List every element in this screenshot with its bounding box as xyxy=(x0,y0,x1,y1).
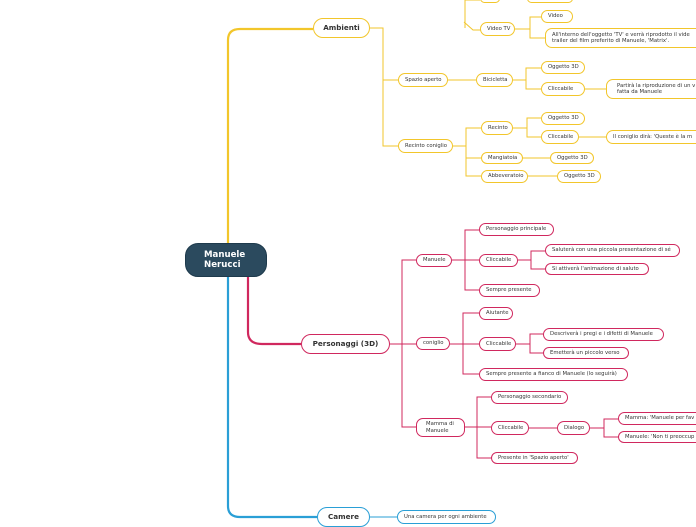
node-aiutante-label: Aiutante xyxy=(486,310,509,317)
node-dialogo-mamma-label: Mamma: 'Manuele per fav xyxy=(625,415,695,422)
node-manuele-saluto-label: Saluterà con una piccola presentazione d… xyxy=(552,247,671,254)
node-spazio-aperto-label: Spazio aperto xyxy=(405,76,442,83)
node-abbeveratoio-oggetto-3d-label: Oggetto 3D xyxy=(564,173,595,180)
node-bicicletta-oggetto-3d[interactable]: Oggetto 3D xyxy=(541,61,585,74)
node-manuele-sempre-presente[interactable]: Sempre presente xyxy=(479,284,540,297)
node-coniglio-sempre-fianco[interactable]: Sempre presente a fianco di Manuele (lo … xyxy=(479,368,628,381)
bicicletta-description-line1: Partirà la riproduzione di un v xyxy=(617,82,696,89)
node-bicicletta[interactable]: Bicicletta xyxy=(476,73,513,87)
root-label-line2: Nerucci xyxy=(204,260,241,270)
node-mangiatoia-label: Mangiatoia xyxy=(488,154,518,161)
node-recinto-cliccabile[interactable]: Cliccabile xyxy=(541,130,579,144)
node-una-camera-label: Una camera per ogni ambiente xyxy=(404,513,487,520)
node-manuele-cliccabile[interactable]: Cliccabile xyxy=(479,254,518,267)
node-mamma-cliccabile-label: Cliccabile xyxy=(498,424,524,431)
node-personaggio-principale[interactable]: Personaggio principale xyxy=(479,223,554,236)
node-video-tv[interactable]: Video TV xyxy=(480,22,515,36)
node-spazio-aperto[interactable]: Spazio aperto xyxy=(398,73,448,87)
node-video-tv-description[interactable]: All'interno dell'oggetto 'TV' e verrà ri… xyxy=(545,28,696,48)
node-presente-spazio-aperto-label: Presente in 'Spazio aperto' xyxy=(498,454,569,461)
node-bicicletta-cliccabile[interactable]: Cliccabile xyxy=(541,82,585,96)
node-mamma-label-line1: Mamma di xyxy=(426,421,454,428)
node-coniglio-sempre-fianco-label: Sempre presente a fianco di Manuele (lo … xyxy=(486,371,617,378)
node-coniglio-verso-label: Emetterà un piccolo verso xyxy=(550,349,620,356)
node-coniglio-pregi[interactable]: Descriverà i pregi e i difetti di Manuel… xyxy=(543,328,664,341)
node-personaggio-principale-label: Personaggio principale xyxy=(486,226,547,233)
node-recinto-coniglio-label: Recinto coniglio xyxy=(405,142,447,149)
node-recinto-coniglio[interactable]: Recinto coniglio xyxy=(398,139,453,153)
node-manuele-saluto[interactable]: Saluterà con una piccola presentazione d… xyxy=(545,244,680,257)
node-coniglio-cliccabile-label: Cliccabile xyxy=(486,340,512,347)
video-tv-description-line1: All'interno dell'oggetto 'TV' e verrà ri… xyxy=(552,31,690,38)
root-node[interactable]: Manuele Nerucci xyxy=(185,243,267,277)
node-video-tv-label: Video TV xyxy=(487,25,511,32)
node-dialogo[interactable]: Dialogo xyxy=(557,421,590,435)
node-mamma-cliccabile[interactable]: Cliccabile xyxy=(491,421,529,435)
node-dialogo-manuele-label: Manuele: 'Non ti preoccup xyxy=(625,433,695,440)
node-video[interactable]: Video xyxy=(541,10,573,23)
node-abbeveratoio-label: Abbeveratoio xyxy=(488,173,524,180)
node-coniglio-verso[interactable]: Emetterà un piccolo verso xyxy=(543,347,629,359)
node-bicicletta-description[interactable]: Partirà la riproduzione di un v fatta da… xyxy=(606,79,696,99)
node-recinto-oggetto-3d[interactable]: Oggetto 3D xyxy=(541,112,585,125)
node-bicicletta-oggetto-3d-label: Oggetto 3D xyxy=(548,64,579,71)
node-manuele-animazione-label: Si attiverà l'animazione di saluto xyxy=(552,265,639,272)
node-personaggi-label: Personaggi (3D) xyxy=(312,338,379,348)
node-recinto-cliccabile-label: Cliccabile xyxy=(548,133,574,140)
node-coniglio-label: coniglio xyxy=(423,340,444,347)
node-recinto-oggetto-3d-label: Oggetto 3D xyxy=(548,115,579,122)
node-mamma-label-line2: Manuele xyxy=(426,427,449,434)
node-abbeveratoio[interactable]: Abbeveratoio xyxy=(481,170,528,183)
node-recinto-description[interactable]: Il coniglio dirà: 'Queste è la m xyxy=(606,130,696,144)
node-manuele-label: Manuele xyxy=(423,257,446,264)
node-coniglio-pregi-label: Descriverà i pregi e i difetti di Manuel… xyxy=(550,331,653,338)
node-ambienti[interactable]: Ambienti xyxy=(313,18,370,38)
node-mangiatoia-oggetto-3d-label: Oggetto 3D xyxy=(557,154,588,161)
node-ambienti-top-cut-2[interactable] xyxy=(527,0,573,3)
node-manuele-sempre-presente-label: Sempre presente xyxy=(486,287,532,294)
node-coniglio-cliccabile[interactable]: Cliccabile xyxy=(479,337,516,351)
node-video-label: Video xyxy=(548,13,563,20)
node-personaggio-secondario-label: Personaggio secondario xyxy=(498,394,562,401)
node-ambienti-top-cut-1[interactable] xyxy=(480,0,500,3)
node-recinto-label: Recinto xyxy=(488,124,508,131)
node-manuele-animazione[interactable]: Si attiverà l'animazione di saluto xyxy=(545,263,649,275)
node-manuele[interactable]: Manuele xyxy=(416,254,452,267)
node-recinto[interactable]: Recinto xyxy=(481,121,513,135)
node-abbeveratoio-oggetto-3d[interactable]: Oggetto 3D xyxy=(557,170,601,183)
node-dialogo-label: Dialogo xyxy=(564,424,585,431)
node-aiutante[interactable]: Aiutante xyxy=(479,307,513,320)
node-coniglio[interactable]: coniglio xyxy=(416,337,450,350)
node-camere-label: Camere xyxy=(328,511,359,521)
bicicletta-description-line2: fatta da Manuele xyxy=(617,89,663,95)
node-una-camera[interactable]: Una camera per ogni ambiente xyxy=(397,510,496,524)
node-bicicletta-cliccabile-label: Cliccabile xyxy=(548,85,574,92)
node-mangiatoia[interactable]: Mangiatoia xyxy=(481,152,523,164)
recinto-description-label: Il coniglio dirà: 'Queste è la m xyxy=(613,133,693,140)
node-dialogo-mamma[interactable]: Mamma: 'Manuele per fav xyxy=(618,412,696,425)
node-personaggi[interactable]: Personaggi (3D) xyxy=(301,334,390,354)
node-presente-spazio-aperto[interactable]: Presente in 'Spazio aperto' xyxy=(491,452,578,464)
node-manuele-cliccabile-label: Cliccabile xyxy=(486,257,512,264)
root-label-line1: Manuele xyxy=(204,249,246,260)
node-mamma-di-manuele[interactable]: Mamma di Manuele xyxy=(416,418,465,437)
video-tv-description-line2: trailer del film preferito di Manuele, '… xyxy=(552,38,670,44)
node-camere[interactable]: Camere xyxy=(317,507,370,527)
node-bicicletta-label: Bicicletta xyxy=(483,76,508,83)
node-dialogo-manuele[interactable]: Manuele: 'Non ti preoccup xyxy=(618,431,696,443)
node-ambienti-label: Ambienti xyxy=(323,22,360,32)
node-mangiatoia-oggetto-3d[interactable]: Oggetto 3D xyxy=(550,152,594,164)
node-personaggio-secondario[interactable]: Personaggio secondario xyxy=(491,391,568,404)
